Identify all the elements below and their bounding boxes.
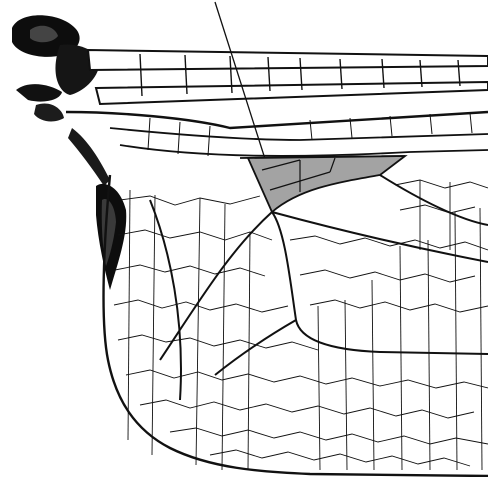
upper-crossveins (148, 113, 472, 156)
costal-margin (66, 50, 488, 128)
radial-veins (110, 128, 488, 158)
